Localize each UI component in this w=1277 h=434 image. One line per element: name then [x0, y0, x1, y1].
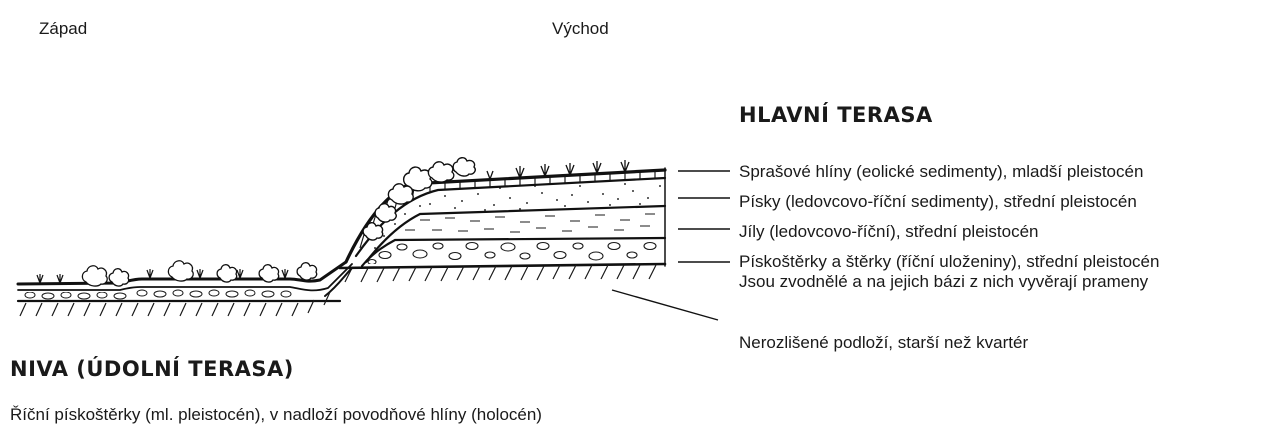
- leader-bedrock: [612, 290, 718, 320]
- floodplain-section: [18, 261, 352, 316]
- grass-tufts-floodplain: [37, 269, 288, 283]
- main-terrace-section: [340, 158, 665, 282]
- leader-lines: [612, 171, 730, 320]
- floodplain-gravel: [25, 290, 291, 299]
- gravel-layer: [368, 243, 656, 265]
- shrubs-slope: [363, 158, 475, 240]
